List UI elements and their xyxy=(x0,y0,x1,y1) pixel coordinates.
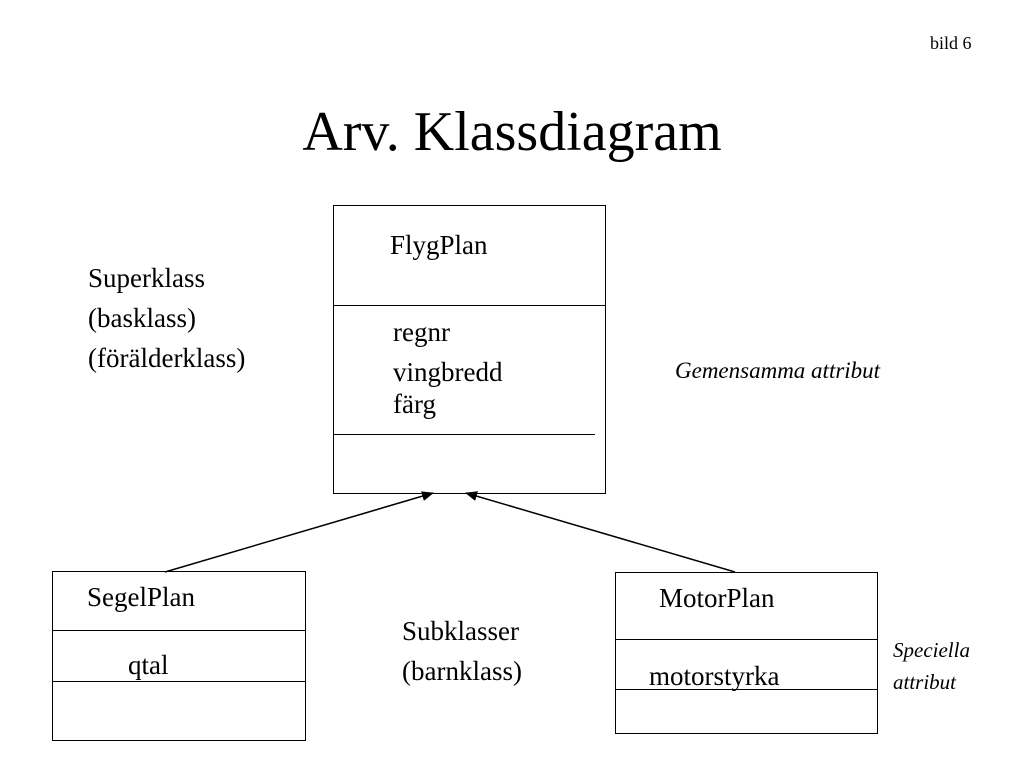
subclass-label-group: Subklasser (barnklass) xyxy=(402,611,522,691)
flygplan-attributes: regnr vingbredd färg xyxy=(393,312,502,424)
superclass-label-group: Superklass (basklass) (förälderklass) xyxy=(88,258,245,378)
segelplan-name-separator xyxy=(53,630,305,631)
special-attributes-label: Speciella attribut xyxy=(893,634,970,698)
superclass-label-line-3: (förälderklass) xyxy=(88,343,246,373)
flygplan-class-name: FlygPlan xyxy=(390,230,488,260)
motorplan-class-box: MotorPlan motorstyrka xyxy=(615,572,878,734)
subclass-label-line-2: (barnklass) xyxy=(402,656,522,686)
flygplan-attribute: vingbredd xyxy=(393,357,503,387)
subclass-label-line-1: Subklasser xyxy=(402,616,519,646)
slide-title: Arv. Klassdiagram xyxy=(302,101,722,163)
flygplan-attributes-separator xyxy=(334,434,595,435)
motorplan-attributes-separator xyxy=(616,689,877,690)
segelplan-attribute: qtal xyxy=(128,650,169,680)
flygplan-name-separator xyxy=(334,305,605,306)
motorplan-attribute: motorstyrka xyxy=(649,661,780,691)
slide-number: bild 6 xyxy=(930,33,972,53)
motorplan-class-name: MotorPlan xyxy=(659,583,775,613)
special-attributes-line-2: attribut xyxy=(893,670,957,694)
superclass-label-line-2: (basklass) xyxy=(88,303,196,333)
special-attributes-line-1: Speciella xyxy=(893,638,970,662)
flygplan-attribute: regnr xyxy=(393,317,450,347)
common-attributes-label: Gemensamma attribut xyxy=(675,358,881,383)
segelplan-attributes-separator xyxy=(53,681,305,682)
segelplan-class-name: SegelPlan xyxy=(87,582,195,612)
segelplan-class-box: SegelPlan qtal xyxy=(52,571,306,741)
superclass-label-line-1: Superklass xyxy=(88,263,205,293)
motorplan-inheritance-arrow xyxy=(465,491,736,573)
segelplan-inheritance-arrow xyxy=(164,491,434,573)
flygplan-attribute: färg xyxy=(393,389,436,419)
motorplan-name-separator xyxy=(616,639,877,640)
